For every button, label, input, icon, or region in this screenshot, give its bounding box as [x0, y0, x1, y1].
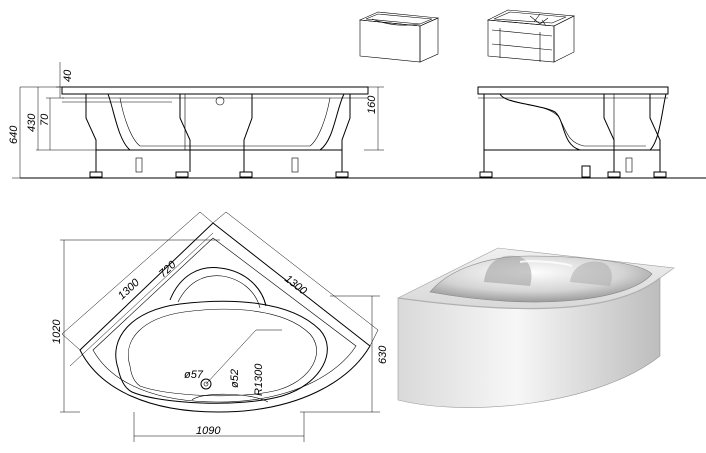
dim-630: 630: [377, 345, 389, 364]
side-elevation-right: [477, 86, 669, 178]
dim-1300-left: 1300: [116, 276, 143, 302]
dim-70: 70: [39, 113, 51, 126]
dim-1300-right: 1300: [282, 273, 309, 298]
dim-640: 640: [8, 125, 20, 144]
dim-d57: ø57: [184, 369, 204, 381]
thumbnail-panel-view: [358, 11, 440, 63]
dim-d52: ø52: [229, 369, 241, 388]
plan-view: 1300 720 1300 1020 630 1090 R1300 ø57 ø5…: [51, 211, 389, 442]
dim-430: 430: [26, 113, 38, 132]
dim-720: 720: [157, 258, 179, 280]
dim-1090: 1090: [196, 425, 221, 437]
dim-r1300: R1300: [253, 363, 265, 396]
bathtub-3d-render: [396, 247, 675, 408]
dim-40: 40: [62, 69, 74, 82]
side-elevation-left: [61, 86, 369, 178]
side-dimensions: 40 70 430 640 160: [8, 62, 384, 179]
dim-160: 160: [366, 95, 378, 114]
thumbnail-frame-view: [486, 9, 576, 63]
dim-1020: 1020: [51, 319, 63, 344]
